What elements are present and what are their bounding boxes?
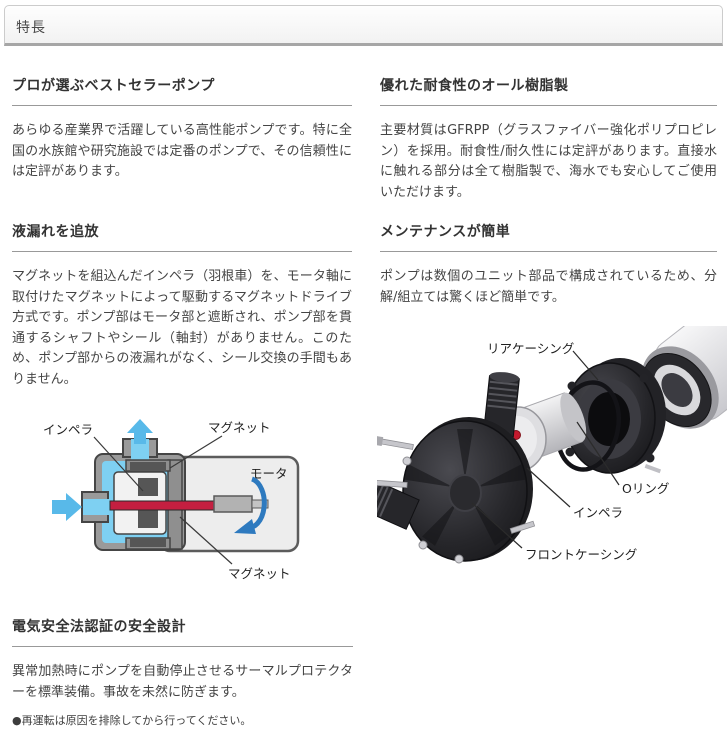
inflow-arrow-icon: [52, 493, 82, 521]
label-motor: モータ: [250, 466, 288, 481]
rear-casing-stud: [644, 464, 662, 474]
rib: [457, 429, 473, 479]
inlet-water: [83, 499, 115, 515]
label-o-ring: Oリング: [622, 481, 669, 496]
heading-divider: [12, 105, 352, 106]
thread-line: [379, 488, 394, 517]
label-magnet-top: マグネット: [208, 420, 271, 435]
leader-rear-casing: [572, 350, 599, 381]
leader-magnet-bottom: [179, 516, 233, 565]
rib: [476, 464, 527, 488]
rear-casing-ear: [565, 447, 575, 457]
label-impeller: インペラ: [573, 505, 623, 520]
magnet-drive-diagram: インペラ マグネット モータ マグネット: [10, 412, 340, 612]
thread-line: [489, 386, 518, 392]
section-body: ポンプは数個のユニット部品で構成されているため、分解/組立ては驚くほど簡単です。: [380, 269, 717, 305]
outflow-arrow-icon: [127, 419, 153, 444]
section-leak: 液漏れを追放 マグネットを組込んだインペラ（羽根車）を、モータ軸に取付けたマグネ…: [12, 222, 352, 390]
section-heading: プロが選ぶベストセラーポンプ: [12, 78, 215, 94]
discharge-mouth: [489, 372, 520, 383]
label-magnet-bottom: マグネット: [228, 566, 291, 581]
rotation-arrowhead-icon: [234, 519, 256, 534]
bolt: [373, 435, 414, 450]
bolt-nut: [402, 456, 412, 466]
motor-shaft-tip: [251, 499, 269, 509]
heading-divider: [12, 251, 352, 252]
bolt-shaft: [509, 520, 536, 534]
section-body: 異常加熱時にポンプを自動停止させるサーマルプロテクターを標準装備。事故を未然に防…: [12, 664, 353, 700]
bolt-shaft: [380, 438, 414, 450]
section-header-bar: 特長: [4, 5, 723, 46]
inner-magnet-bottom: [138, 510, 158, 528]
section-heading: 液漏れを追放: [12, 224, 99, 240]
section-safety: 電気安全法認証の安全設計 異常加熱時にポンプを自動停止させるサーマルプロテクター…: [12, 617, 353, 728]
rear-casing-ear: [645, 453, 655, 463]
rear-casing-ear: [639, 373, 649, 383]
bolt-nut: [418, 540, 428, 550]
bolt: [509, 520, 536, 534]
magnet-drive-svg: インペラ マグネット モータ マグネット: [43, 419, 300, 581]
bolt-nut: [454, 554, 464, 564]
rib: [422, 500, 458, 546]
rear-casing: [564, 358, 666, 474]
label-impeller: インペラ: [43, 422, 93, 437]
section-body: 主要材質はGFRPP（グラスファイバー強化ポリプロピレン）を採用。耐食性/耐久性…: [380, 123, 717, 200]
leader-impeller: [93, 436, 144, 492]
section-bestseller: プロが選ぶベストセラーポンプ あらゆる産業界で活躍している高性能ポンプです。特に…: [12, 76, 352, 183]
leader-magnet-top: [169, 435, 223, 469]
rib: [472, 500, 508, 546]
discharge-port: [482, 372, 520, 438]
inner-magnet-top: [138, 478, 158, 496]
section-heading: メンテナンスが簡単: [380, 224, 511, 240]
label-front-casing: フロントケーシング: [525, 547, 637, 562]
front-casing-ribs: [403, 429, 527, 546]
label-rear-casing: リアケーシング: [487, 341, 574, 356]
heading-divider: [380, 105, 717, 106]
front-casing: [360, 372, 536, 564]
rear-casing-hole: [588, 392, 630, 446]
motor-bore: [661, 373, 693, 407]
leader-impeller: [526, 467, 571, 508]
motor-shaft: [213, 495, 253, 513]
outer-magnet-bottom: [130, 539, 166, 547]
thread-line: [487, 398, 516, 404]
impeller-can-end: [560, 392, 587, 442]
section-body: マグネットを組込んだインペラ（羽根車）を、モータ軸に取付けたマグネットによって駆…: [12, 269, 352, 387]
section-heading: 優れた耐食性のオール樹脂製: [380, 78, 569, 94]
exploded-view-diagram: リアケーシング Oリング インペラ フロントケーシング: [360, 267, 727, 607]
front-casing-hub: [448, 474, 482, 512]
pump-shaft: [109, 500, 215, 511]
outer-magnet-top: [130, 462, 166, 470]
section-maintenance: メンテナンスが簡単 ポンプは数個のユニット部品で構成されているため、分解/組立て…: [380, 222, 717, 308]
thread-line: [488, 392, 517, 398]
discharge-water: [131, 439, 149, 465]
thread-line: [487, 404, 516, 410]
thread-line: [489, 380, 518, 386]
section-resin: 優れた耐食性のオール樹脂製 主要材質はGFRPP（グラスファイバー強化ポリプロピ…: [380, 76, 717, 203]
page-title: 特長: [16, 20, 46, 36]
section-note: ●再運転は原因を排除してから行ってください。: [12, 714, 252, 727]
leader-o-ring: [576, 421, 620, 486]
thread-line: [374, 486, 389, 515]
heading-divider: [12, 646, 353, 647]
exploded-view-svg: リアケーシング Oリング インペラ フロントケーシング: [360, 267, 727, 564]
leader-front-casing: [471, 502, 523, 549]
heading-divider: [380, 251, 717, 252]
rib: [403, 464, 454, 488]
section-heading: 電気安全法認証の安全設計: [12, 619, 186, 635]
section-body: あらゆる産業界で活躍している高性能ポンプです。特に全国の水族館や研究施設では定番…: [12, 123, 352, 179]
bolt-head: [373, 435, 384, 447]
